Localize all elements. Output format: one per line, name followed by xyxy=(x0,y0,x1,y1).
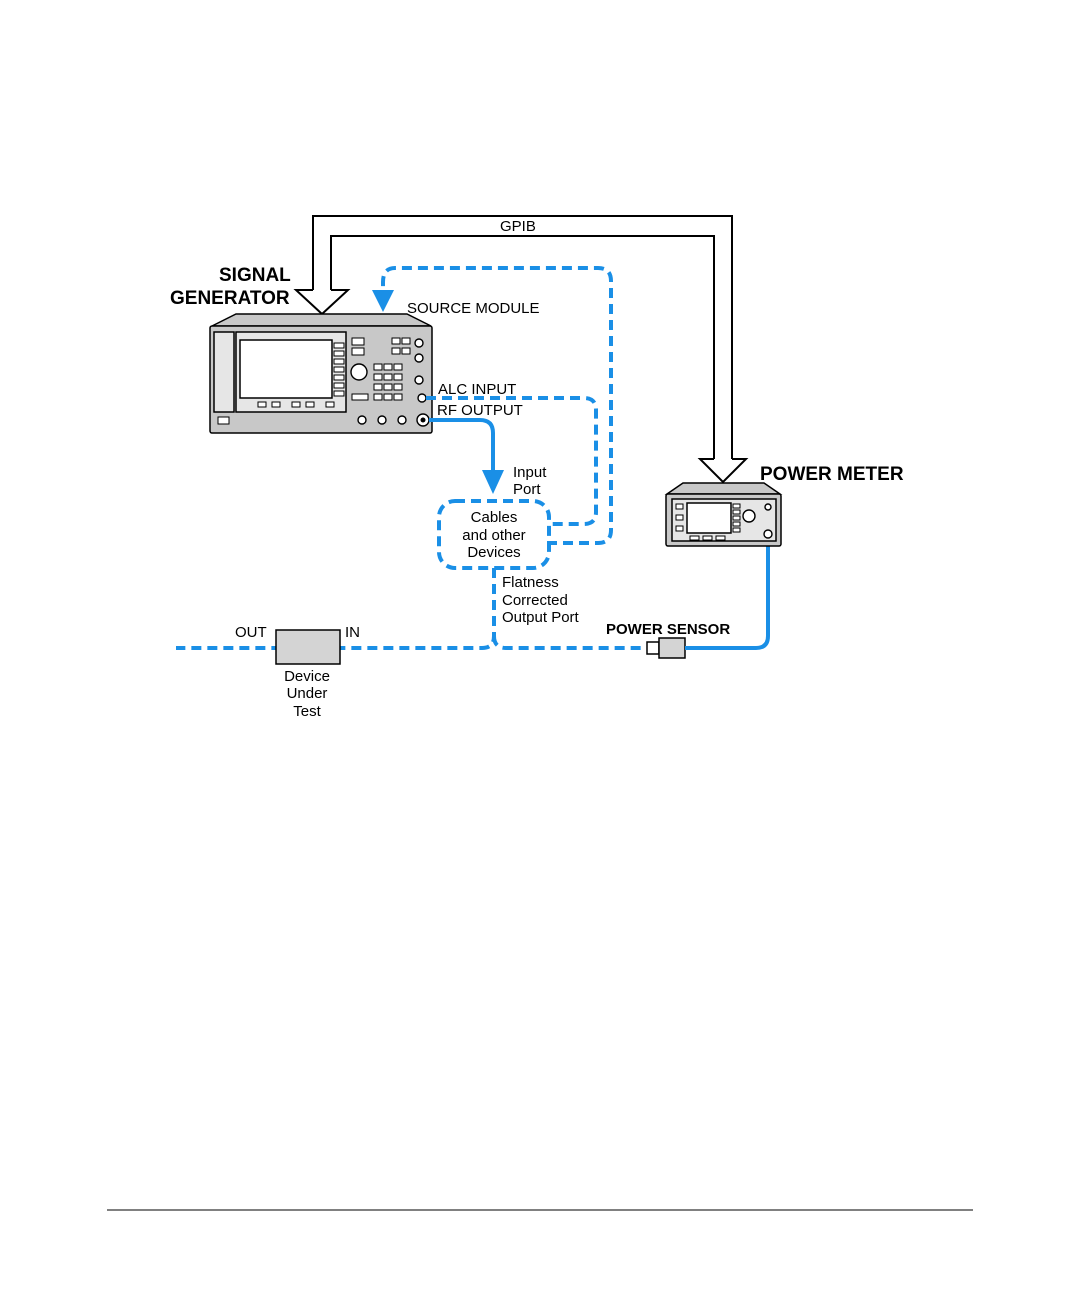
alc-input-label: ALC INPUT xyxy=(438,381,516,398)
dut-label-line3: Test xyxy=(293,703,321,720)
input-port-label-line1: Input xyxy=(513,464,547,481)
cables-label-line2: and other xyxy=(462,527,525,544)
input-port-label-line2: Port xyxy=(513,481,541,498)
power-meter-icon xyxy=(666,483,781,546)
power-meter-label: POWER METER xyxy=(760,464,904,485)
flatness-label-line1: Flatness xyxy=(502,574,559,591)
gpib-arrow-siggen-icon xyxy=(296,290,348,314)
rf-output-label: RF OUTPUT xyxy=(437,402,523,419)
flatness-label-line2: Corrected xyxy=(502,592,568,609)
signal-generator-label-line1: SIGNAL xyxy=(219,265,291,286)
dut-label-line2: Under xyxy=(287,685,328,702)
signal-generator-label-line2: GENERATOR xyxy=(170,288,290,309)
flatness-label-line3: Output Port xyxy=(502,609,580,626)
cables-label-line1: Cables xyxy=(471,509,518,526)
dut-in-label: IN xyxy=(345,624,360,641)
dut-out-label: OUT xyxy=(235,624,267,641)
signal-generator-icon xyxy=(210,314,432,433)
source-module-label: SOURCE MODULE xyxy=(407,300,540,317)
gpib-label: GPIB xyxy=(500,218,536,235)
dut-label-line1: Device xyxy=(284,668,330,685)
power-sensor-icon xyxy=(647,638,685,658)
rf-output-cable xyxy=(429,420,493,472)
source-module-arrow-icon xyxy=(372,290,394,312)
gpib-arrow-powermeter-icon xyxy=(700,459,746,482)
device-under-test-box xyxy=(276,630,340,664)
cables-label-line3: Devices xyxy=(467,544,520,561)
rf-output-arrow-icon xyxy=(482,470,504,494)
power-sensor-label: POWER SENSOR xyxy=(606,621,730,638)
